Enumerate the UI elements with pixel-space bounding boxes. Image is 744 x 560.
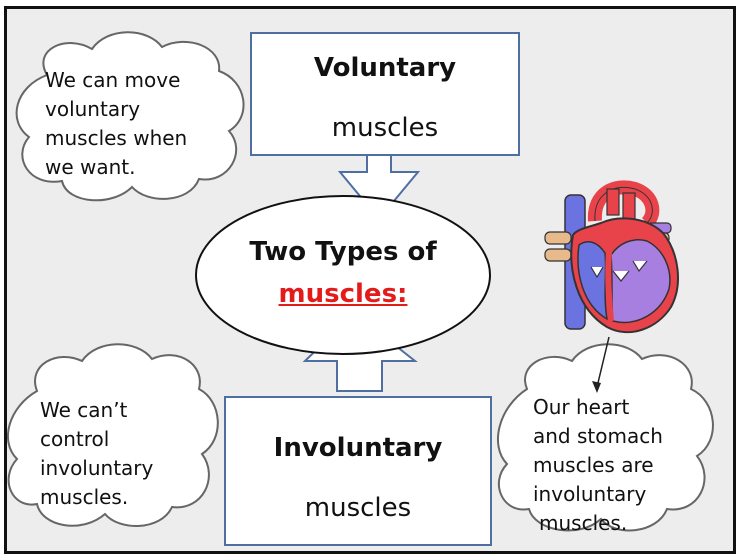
- cloud-line: voluntary: [45, 97, 141, 121]
- slide: Voluntary muscles Involuntary muscles Tw…: [4, 6, 736, 554]
- cloud-text-top-left: We can move voluntary muscles when we wa…: [45, 66, 215, 182]
- heart-icon: [544, 180, 679, 334]
- center-ellipse: [195, 195, 491, 355]
- pointer-arrowhead: [592, 381, 601, 393]
- cloud-line: we want.: [45, 155, 136, 179]
- cloud-line: involuntary: [533, 482, 647, 506]
- involuntary-title: Involuntary: [273, 433, 443, 463]
- cloud-text-bottom-right: Our heart and stomach muscles are involu…: [533, 393, 703, 538]
- involuntary-box: [224, 396, 492, 546]
- down-arrow: [337, 154, 421, 221]
- voluntary-subtitle: muscles: [331, 113, 439, 143]
- cloud-line: muscles.: [539, 511, 628, 535]
- cloud-line: involuntary: [40, 456, 154, 480]
- cloud-line: We can’t: [40, 398, 128, 422]
- cloud-line: Our heart: [533, 395, 630, 419]
- cloud-text-bottom-left: We can’t control involuntary muscles.: [40, 396, 200, 512]
- cloud-line: We can move: [45, 68, 181, 92]
- cloud-line: muscles when: [45, 126, 188, 150]
- center-highlight: muscles:: [278, 279, 408, 309]
- cloud-line: muscles.: [40, 485, 129, 509]
- voluntary-title: Voluntary: [313, 53, 457, 83]
- voluntary-box: [250, 32, 520, 156]
- involuntary-subtitle: muscles: [304, 493, 412, 523]
- cloud-line: muscles are: [533, 453, 654, 477]
- diagram-shapes: [7, 31, 714, 546]
- pointer-line: [596, 336, 610, 388]
- center-title: Two Types of: [249, 237, 437, 267]
- cloud-bottom-left: [7, 343, 219, 527]
- cloud-line: control: [40, 427, 110, 451]
- cloud-top-left: [15, 31, 245, 202]
- cloud-line: and stomach: [533, 424, 663, 448]
- cloud-bottom-right: [497, 343, 714, 532]
